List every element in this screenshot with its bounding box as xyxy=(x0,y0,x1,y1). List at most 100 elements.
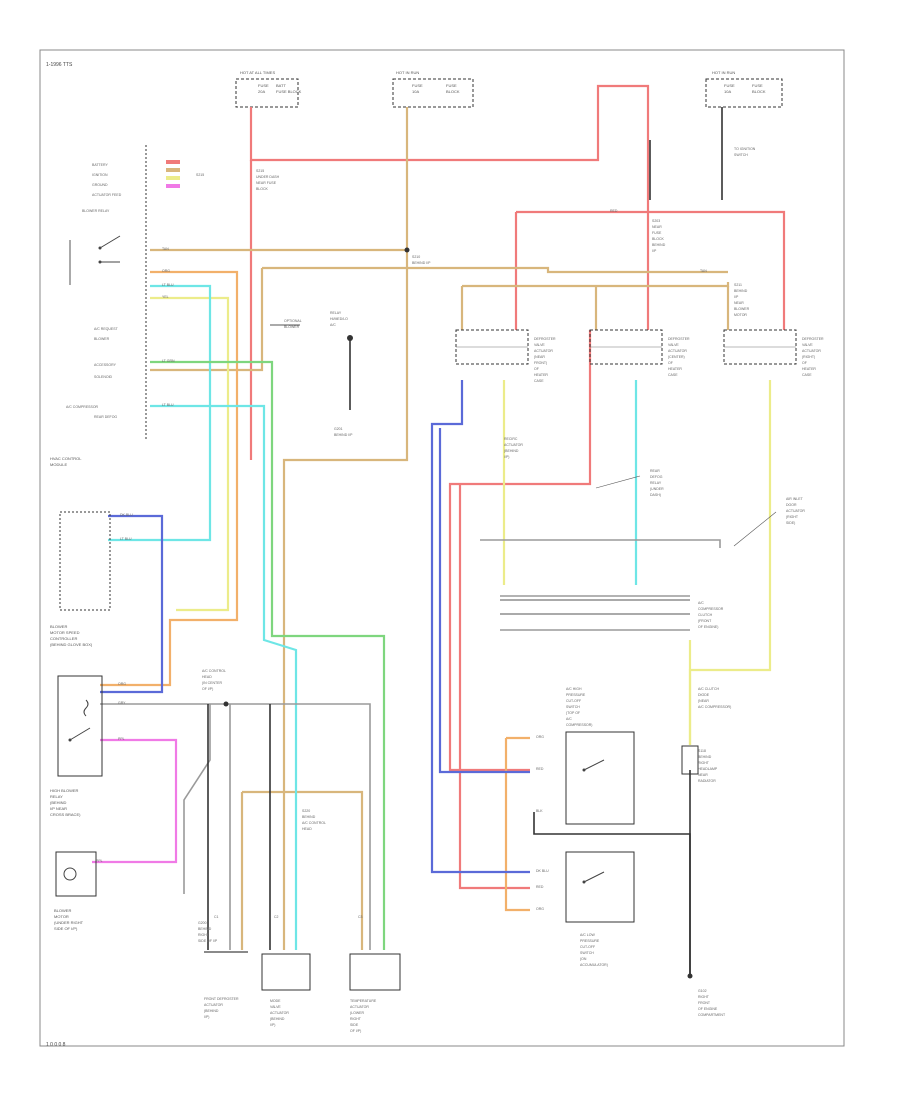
svg-text:OF ENGINE: OF ENGINE xyxy=(698,1007,718,1011)
svg-text:BLOCK: BLOCK xyxy=(446,89,460,94)
svg-text:LT GRN: LT GRN xyxy=(162,359,175,363)
svg-text:BATT: BATT xyxy=(276,83,286,88)
svg-text:ACTUATOR: ACTUATOR xyxy=(668,349,687,353)
svg-text:SIDE OF I/P): SIDE OF I/P) xyxy=(54,926,78,931)
splice-s203-label: S203 NEAR FUSE BLOCK BEHIND I/P xyxy=(652,219,666,253)
svg-text:MOTOR: MOTOR xyxy=(734,313,747,317)
svg-text:A/C REQUEST: A/C REQUEST xyxy=(94,327,119,331)
svg-text:BLOWER: BLOWER xyxy=(94,337,110,341)
wire-green xyxy=(150,360,386,950)
ac-clutch-diode: A/C CLUTCH DIODE (NEAR A/C COMPRESSOR) xyxy=(681,687,731,775)
svg-text:SWITCH: SWITCH xyxy=(566,705,580,709)
svg-text:S118: S118 xyxy=(698,749,706,753)
ac-low-pressure-switch: A/C LOW PRESSURE CUT-OFF SWITCH (ON ACCU… xyxy=(565,851,635,967)
wire-pink xyxy=(92,738,178,864)
wire-yellow xyxy=(150,296,772,745)
svg-text:(CENTER): (CENTER) xyxy=(668,355,685,359)
svg-text:ACTUATOR FEED: ACTUATOR FEED xyxy=(92,193,122,197)
svg-text:OF: OF xyxy=(802,361,807,365)
svg-text:G102: G102 xyxy=(698,989,707,993)
svg-text:ACTUATOR: ACTUATOR xyxy=(204,1003,223,1007)
svg-text:RADIATOR: RADIATOR xyxy=(698,779,716,783)
relay-switch-left xyxy=(69,235,121,285)
svg-text:FUSE: FUSE xyxy=(752,83,763,88)
svg-text:BEHIND: BEHIND xyxy=(734,289,748,293)
svg-text:C3: C3 xyxy=(358,915,363,919)
svg-text:PPL: PPL xyxy=(118,737,125,741)
mode-valve-actuator: MODE VALVE ACTUATOR (BEHIND I/P) xyxy=(261,953,311,1027)
svg-text:PRESSURE: PRESSURE xyxy=(566,693,586,697)
svg-text:VALVE: VALVE xyxy=(270,1005,281,1009)
svg-text:S203: S203 xyxy=(652,219,660,223)
svg-text:C2: C2 xyxy=(274,915,279,919)
svg-text:FUSE: FUSE xyxy=(652,231,662,235)
svg-text:RED: RED xyxy=(536,885,544,889)
svg-text:HIGH BLOWER: HIGH BLOWER xyxy=(50,788,79,793)
svg-text:A/C LOW: A/C LOW xyxy=(580,933,595,937)
svg-text:MOTOR: MOTOR xyxy=(54,914,69,919)
svg-text:BLOWER: BLOWER xyxy=(284,325,300,329)
figure-id: 1-1996 TTS xyxy=(46,62,73,68)
svg-text:A/C CONTROL: A/C CONTROL xyxy=(302,821,326,825)
wire-red xyxy=(249,84,786,890)
air-inlet-door-actuator-label: AIR INLET DOOR ACTUATOR (RIGHT SIDE) xyxy=(733,497,805,547)
fuse-box-left: HOT AT ALL TIMES FUSE 20A BATT FUSE BLOC… xyxy=(235,70,302,108)
svg-text:IGNITION: IGNITION xyxy=(92,173,108,177)
ignition-switch-label: TO IGNITION SWITCH xyxy=(734,147,756,157)
svg-text:SOLENOID: SOLENOID xyxy=(94,375,113,379)
svg-text:HEAD: HEAD xyxy=(302,827,312,831)
wire-blue xyxy=(100,380,530,874)
svg-text:DEFROSTER: DEFROSTER xyxy=(668,337,690,341)
svg-text:YEL: YEL xyxy=(162,295,169,299)
svg-text:BEHIND: BEHIND xyxy=(198,927,212,931)
svg-text:ORG: ORG xyxy=(536,907,544,911)
svg-text:S210: S210 xyxy=(412,255,420,259)
svg-text:BLOWER: BLOWER xyxy=(54,908,71,913)
svg-text:FUSE: FUSE xyxy=(446,83,457,88)
svg-text:FRONT: FRONT xyxy=(698,1001,711,1005)
svg-text:LT BLU: LT BLU xyxy=(162,403,174,407)
ac-compressor-clutch: A/C COMPRESSOR CLUTCH (FRONT OF ENGINE) xyxy=(500,599,724,629)
svg-text:VALVE: VALVE xyxy=(802,343,813,347)
svg-text:S215: S215 xyxy=(196,173,204,177)
ground-g200: G200 BEHIND RIGHT SIDE OF I/P xyxy=(198,921,218,943)
svg-text:ACTUATOR: ACTUATOR xyxy=(350,1005,369,1009)
svg-text:LT BLU: LT BLU xyxy=(120,537,132,541)
svg-text:DK BLU: DK BLU xyxy=(536,869,549,873)
svg-text:G200: G200 xyxy=(198,921,207,925)
svg-text:MOTOR SPEED: MOTOR SPEED xyxy=(50,630,80,635)
blower-relay-small: OPTIONAL BLOWER RELAY HI/MED/LO A/C G201… xyxy=(270,311,353,437)
svg-text:RIGHT: RIGHT xyxy=(350,1017,362,1021)
svg-text:ACTUATOR: ACTUATOR xyxy=(504,443,523,447)
wire-orange xyxy=(100,270,530,912)
svg-text:I/P): I/P) xyxy=(504,455,509,459)
svg-text:(RIGHT: (RIGHT xyxy=(786,515,799,519)
high-blower-relay: HIGH BLOWER RELAY (BEHIND I/P NEAR CROSS… xyxy=(50,675,103,817)
blower-motor-speed-controller: BLOWER MOTOR SPEED CONTROLLER (BEHIND GL… xyxy=(50,511,111,647)
svg-text:HOT IN RUN: HOT IN RUN xyxy=(712,70,735,75)
svg-text:ACCUMULATOR): ACCUMULATOR) xyxy=(580,963,608,967)
svg-text:(BEHIND: (BEHIND xyxy=(204,1009,219,1013)
svg-text:TAN: TAN xyxy=(700,269,707,273)
svg-text:BLOWER RELAY: BLOWER RELAY xyxy=(82,209,110,213)
svg-text:RELAY: RELAY xyxy=(650,481,662,485)
svg-text:FUSE BLOCK: FUSE BLOCK xyxy=(276,89,302,94)
rear-defog-relay-label: REAR DEFOG RELAY (UNDER DASH) xyxy=(595,469,664,497)
svg-text:RED: RED xyxy=(610,209,618,213)
svg-text:(NEAR: (NEAR xyxy=(698,699,709,703)
splice-s211-label: S211 BEHIND I/P NEAR BLOWER MOTOR xyxy=(734,283,750,317)
svg-text:BLOWER: BLOWER xyxy=(50,624,67,629)
svg-text:MODULE: MODULE xyxy=(50,462,67,467)
svg-text:VALVE: VALVE xyxy=(668,343,679,347)
svg-text:BLOWER: BLOWER xyxy=(734,307,750,311)
svg-text:A/C COMPRESSOR: A/C COMPRESSOR xyxy=(66,405,99,409)
svg-text:HEADLAMP: HEADLAMP xyxy=(698,767,718,771)
svg-text:CASE: CASE xyxy=(534,379,544,383)
wire-black xyxy=(207,107,723,975)
svg-text:RELAY: RELAY xyxy=(50,794,63,799)
svg-text:(BEHIND GLOVE BOX): (BEHIND GLOVE BOX) xyxy=(50,642,93,647)
svg-text:HEATER: HEATER xyxy=(668,367,682,371)
svg-text:PPL: PPL xyxy=(96,859,103,863)
svg-text:SWITCH: SWITCH xyxy=(734,153,748,157)
